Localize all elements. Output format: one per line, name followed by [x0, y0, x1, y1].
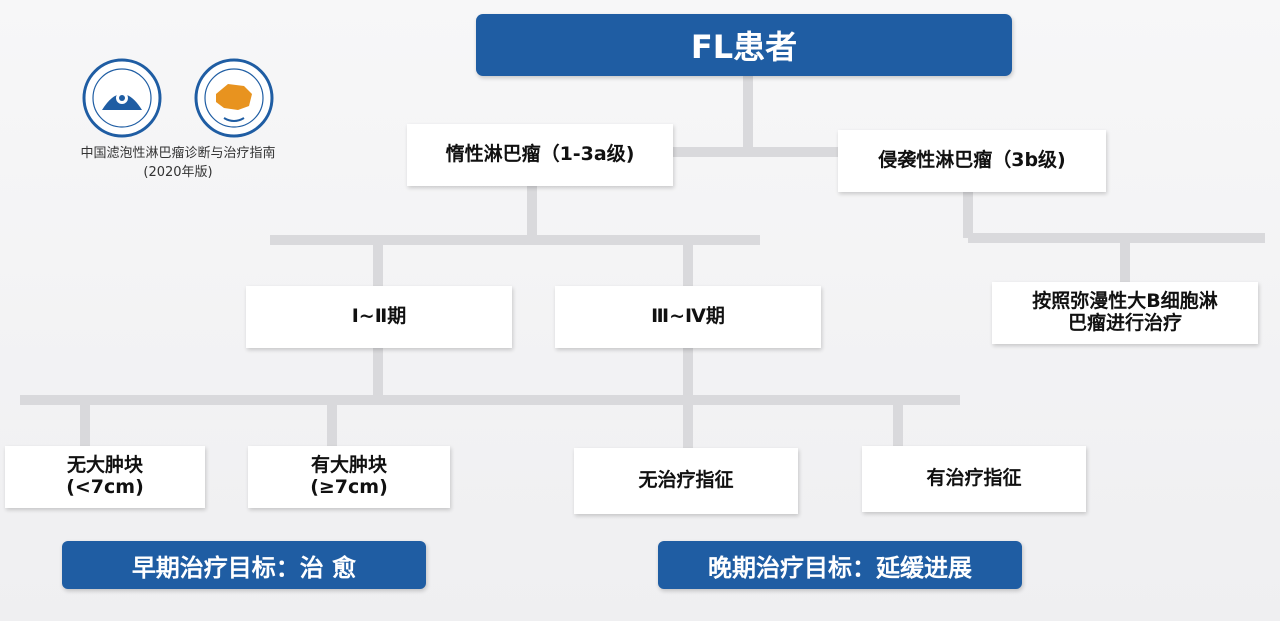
no-treatment-indication-node: 无治疗指征 — [574, 448, 798, 514]
no-bulky-mass-node: 无大肿块 (<7cm) — [5, 446, 205, 508]
late-treatment-goal-banner: 晚期治疗目标：延缓进展 — [658, 541, 1022, 589]
association-seal-icon — [194, 58, 274, 138]
treatment-indication-node: 有治疗指征 — [862, 446, 1086, 512]
bulky-mass-node: 有大肿块 (≥7cm) — [248, 446, 450, 508]
no-bulky-mass-label: 无大肿块 — [66, 454, 143, 477]
guideline-logos: 中国滤泡性淋巴瘤诊断与治疗指南 (2020年版) — [48, 58, 308, 188]
early-treatment-goal-banner: 早期治疗目标：治 愈 — [62, 541, 426, 589]
indolent-lymphoma-node: 惰性淋巴瘤（1-3a级) — [407, 124, 673, 186]
dlbcl-treatment-line1: 按照弥漫性大B细胞淋 — [1032, 290, 1218, 313]
stage-early-node: Ⅰ~Ⅱ期 — [246, 286, 512, 348]
stage-late-node: Ⅲ~Ⅳ期 — [555, 286, 821, 348]
no-bulky-mass-size: (<7cm) — [66, 476, 144, 498]
dlbcl-treatment-node: 按照弥漫性大B细胞淋 巴瘤进行治疗 — [992, 282, 1258, 344]
dlbcl-treatment-line2: 巴瘤进行治疗 — [1067, 312, 1182, 334]
guideline-title: 中国滤泡性淋巴瘤诊断与治疗指南 — [80, 146, 276, 161]
society-seal-icon — [82, 58, 162, 138]
aggressive-lymphoma-node: 侵袭性淋巴瘤（3b级) — [838, 130, 1106, 192]
root-node: FL患者 — [476, 14, 1012, 76]
guideline-edition: (2020年版) — [143, 165, 213, 180]
guideline-caption: 中国滤泡性淋巴瘤诊断与治疗指南 (2020年版) — [48, 144, 308, 182]
bulky-mass-size: (≥7cm) — [310, 476, 388, 498]
bulky-mass-label: 有大肿块 — [310, 454, 387, 477]
